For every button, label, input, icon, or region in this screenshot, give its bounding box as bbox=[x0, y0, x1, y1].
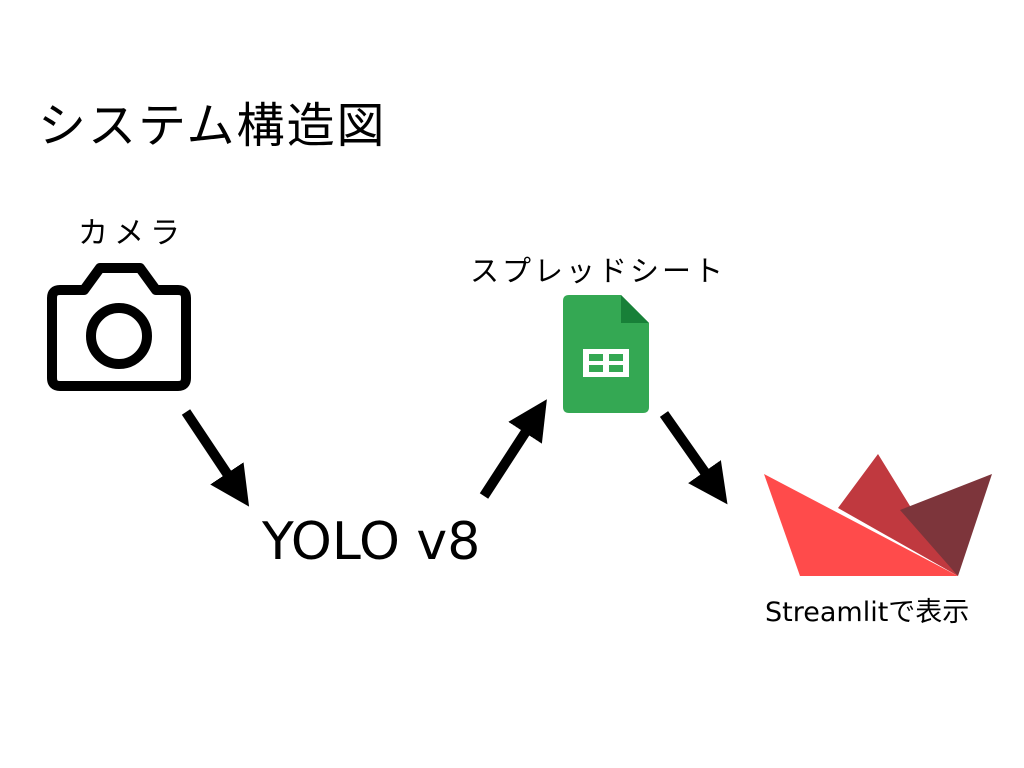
yolo-label: YOLO v8 bbox=[262, 512, 481, 572]
streamlit-logo-icon bbox=[764, 454, 992, 576]
spreadsheet-label: スプレッドシート bbox=[470, 254, 727, 288]
arrow-yolo-to-spreadsheet bbox=[479, 399, 547, 499]
arrow-spreadsheet-to-streamlit bbox=[659, 411, 728, 505]
page-title: システム構造図 bbox=[38, 98, 387, 154]
camera-label: カメラ bbox=[78, 216, 186, 251]
camera-icon bbox=[47, 263, 191, 391]
arrow-camera-to-yolo bbox=[181, 409, 250, 507]
streamlit-label: Streamlitで表示 bbox=[765, 597, 970, 628]
google-sheets-icon bbox=[563, 295, 649, 413]
